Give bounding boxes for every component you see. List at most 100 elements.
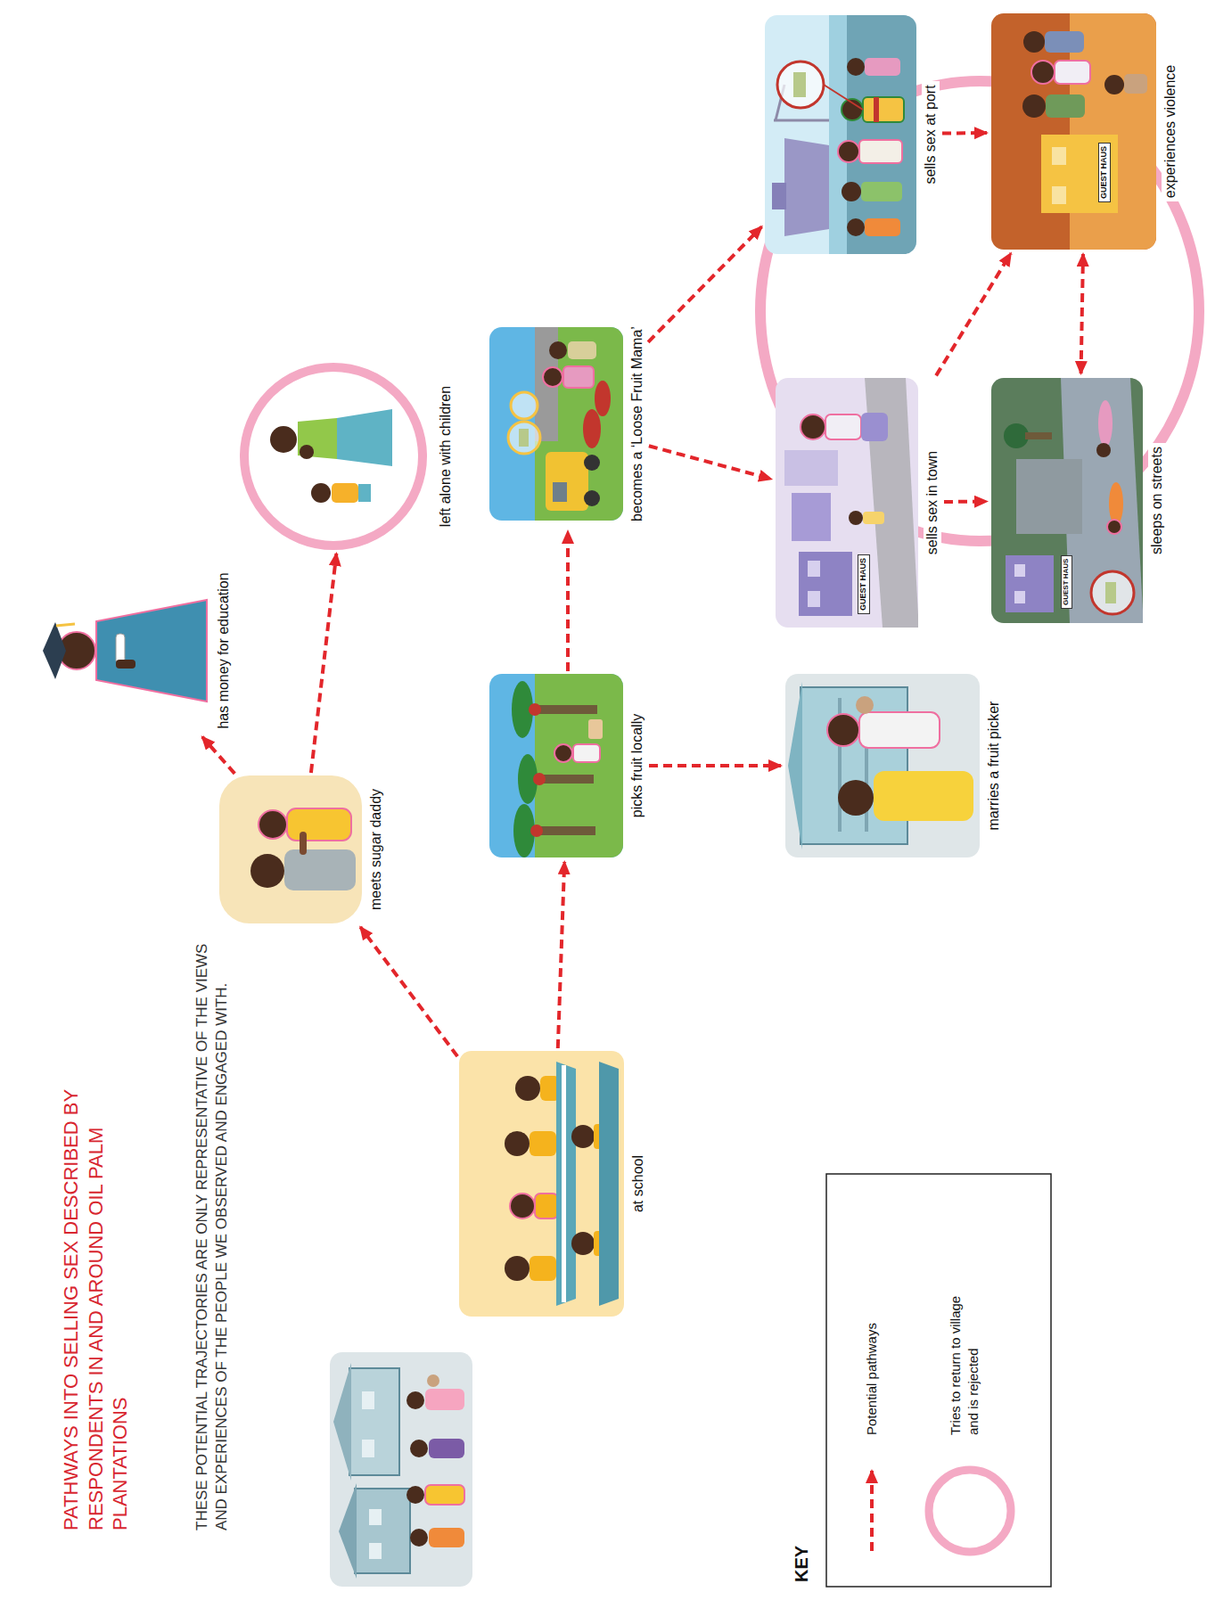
port-scene-part [846,15,917,255]
loose-fruit-scene-part [563,366,594,388]
town-scene-part [791,492,831,542]
marriage-scene-part [873,771,974,822]
loose-fruit-scene-part [534,327,624,521]
sugar-daddy-scene [219,775,362,924]
school-scene-part [515,1075,541,1101]
pathway-stage: sleeps on streets [991,377,1166,624]
pathway-stage: has money for education [17,567,233,735]
sugar-daddy-scene-part [287,808,352,841]
loose-fruit-scene-part [510,392,538,419]
violence-scene-part [1044,31,1084,53]
town-scene [775,377,919,628]
panel-area [17,567,215,735]
pathway-arrow [936,253,1011,376]
port-scene-part [862,97,904,123]
fruit-picking-scene-part [533,772,546,786]
panel-area [775,377,924,628]
village-scene-part [410,1528,428,1547]
sugar-daddy-scene-part [219,775,362,924]
violence-scene-part [1051,147,1067,165]
legend-text: Tries to return to village and is reject… [946,1279,984,1436]
streets-scene-part [1025,432,1052,440]
streets-scene-part [1005,555,1054,613]
sign-text: GUEST HAUS [1060,555,1073,609]
school-scene-part [561,1065,567,1303]
panel-area [240,363,437,550]
streets-scene-part [1014,591,1026,604]
panel-area [459,1050,630,1317]
marriage-scene-part [837,780,874,816]
village-scene-part [338,1483,357,1579]
port-scene-part [846,218,865,237]
marriage-scene-part [859,712,940,748]
pathway-arrow [942,131,987,136]
village-scene-part [428,1527,465,1548]
pathway-arrow [944,500,987,505]
marriage-scene-part [788,681,803,850]
diagram-title: PATHWAYS INTO SELLING SEX DESCRIBED BY R… [58,1013,133,1531]
loose-fruit-scene-part [518,428,529,447]
port-scene-part [864,218,901,237]
village-scene-part [349,1368,400,1476]
village-scene-part [410,1439,428,1458]
note-text: THESE POTENTIAL TRAJECTORIES ARE ONLY RE… [192,942,232,1531]
pathway-arrow [566,531,570,672]
pathway-stage: marries a fruit picker [785,673,1003,858]
streets-scene-part [1108,482,1124,526]
stage-label: left alone with children [436,382,455,531]
village-scene-part [406,1391,425,1410]
panel-area [991,13,1162,250]
left-alone-scene-part [299,444,314,460]
streets-scene-part [1098,400,1113,447]
legend-box-part [826,1174,1051,1587]
pathway-arrow [648,763,781,768]
stage-label: sleeps on streets [1148,443,1166,559]
sugar-daddy-scene-part [299,831,307,855]
village-scene-part [428,1438,465,1459]
marriage-scene-part [855,696,874,715]
town-scene-part [848,510,863,526]
pathway-stage: experiences violence [991,13,1180,250]
violence-scene-part [1054,60,1091,84]
pathway-stage: left alone with children [240,363,455,550]
violence-scene-part [1041,134,1118,214]
marriage-scene-part [827,714,860,747]
pathway-stage: picks fruit locally [489,673,647,858]
port-scene-part [823,84,863,110]
port-scene [764,15,917,255]
school-scene-part [534,1193,559,1219]
left-alone-scene-part [336,409,393,467]
streets-scene-part [1014,564,1026,577]
legend-heading: KEY [789,1545,813,1583]
town-scene-part [807,591,821,608]
loose-fruit-scene-part [583,490,600,507]
stage-label: sells sex at port [921,81,940,188]
port-scene-part [861,181,903,202]
stage-label: marries a fruit picker [985,697,1003,835]
town-scene-part [784,450,838,486]
port-scene-part [846,15,865,255]
left-alone-scene-part [297,418,337,460]
village-scene-part [426,1374,440,1388]
left-alone-scene-part [311,483,331,503]
port-scene-part [837,140,860,163]
school-scene-part [504,1131,530,1157]
sugar-daddy-scene-part [284,849,356,891]
violence-scene-part [1051,186,1067,205]
fruit-picking-scene-part [530,824,543,838]
town-scene-part [800,414,826,440]
pathway-arrow [648,226,762,343]
school-scene-part [529,1256,557,1281]
school-scene-part [571,1231,595,1256]
school-scene-part [571,1124,595,1149]
loose-fruit-scene-part [594,380,611,417]
streets-scene-part [1107,519,1122,534]
fruit-picking-scene-part [528,703,542,716]
village-scene-part [333,1363,352,1481]
loose-fruit-scene [489,327,624,521]
legend-text: Potential pathways [862,1194,881,1436]
town-scene-part [825,414,862,440]
loose-fruit-scene-part [489,327,624,521]
sign-text: GUEST HAUS [857,554,871,615]
